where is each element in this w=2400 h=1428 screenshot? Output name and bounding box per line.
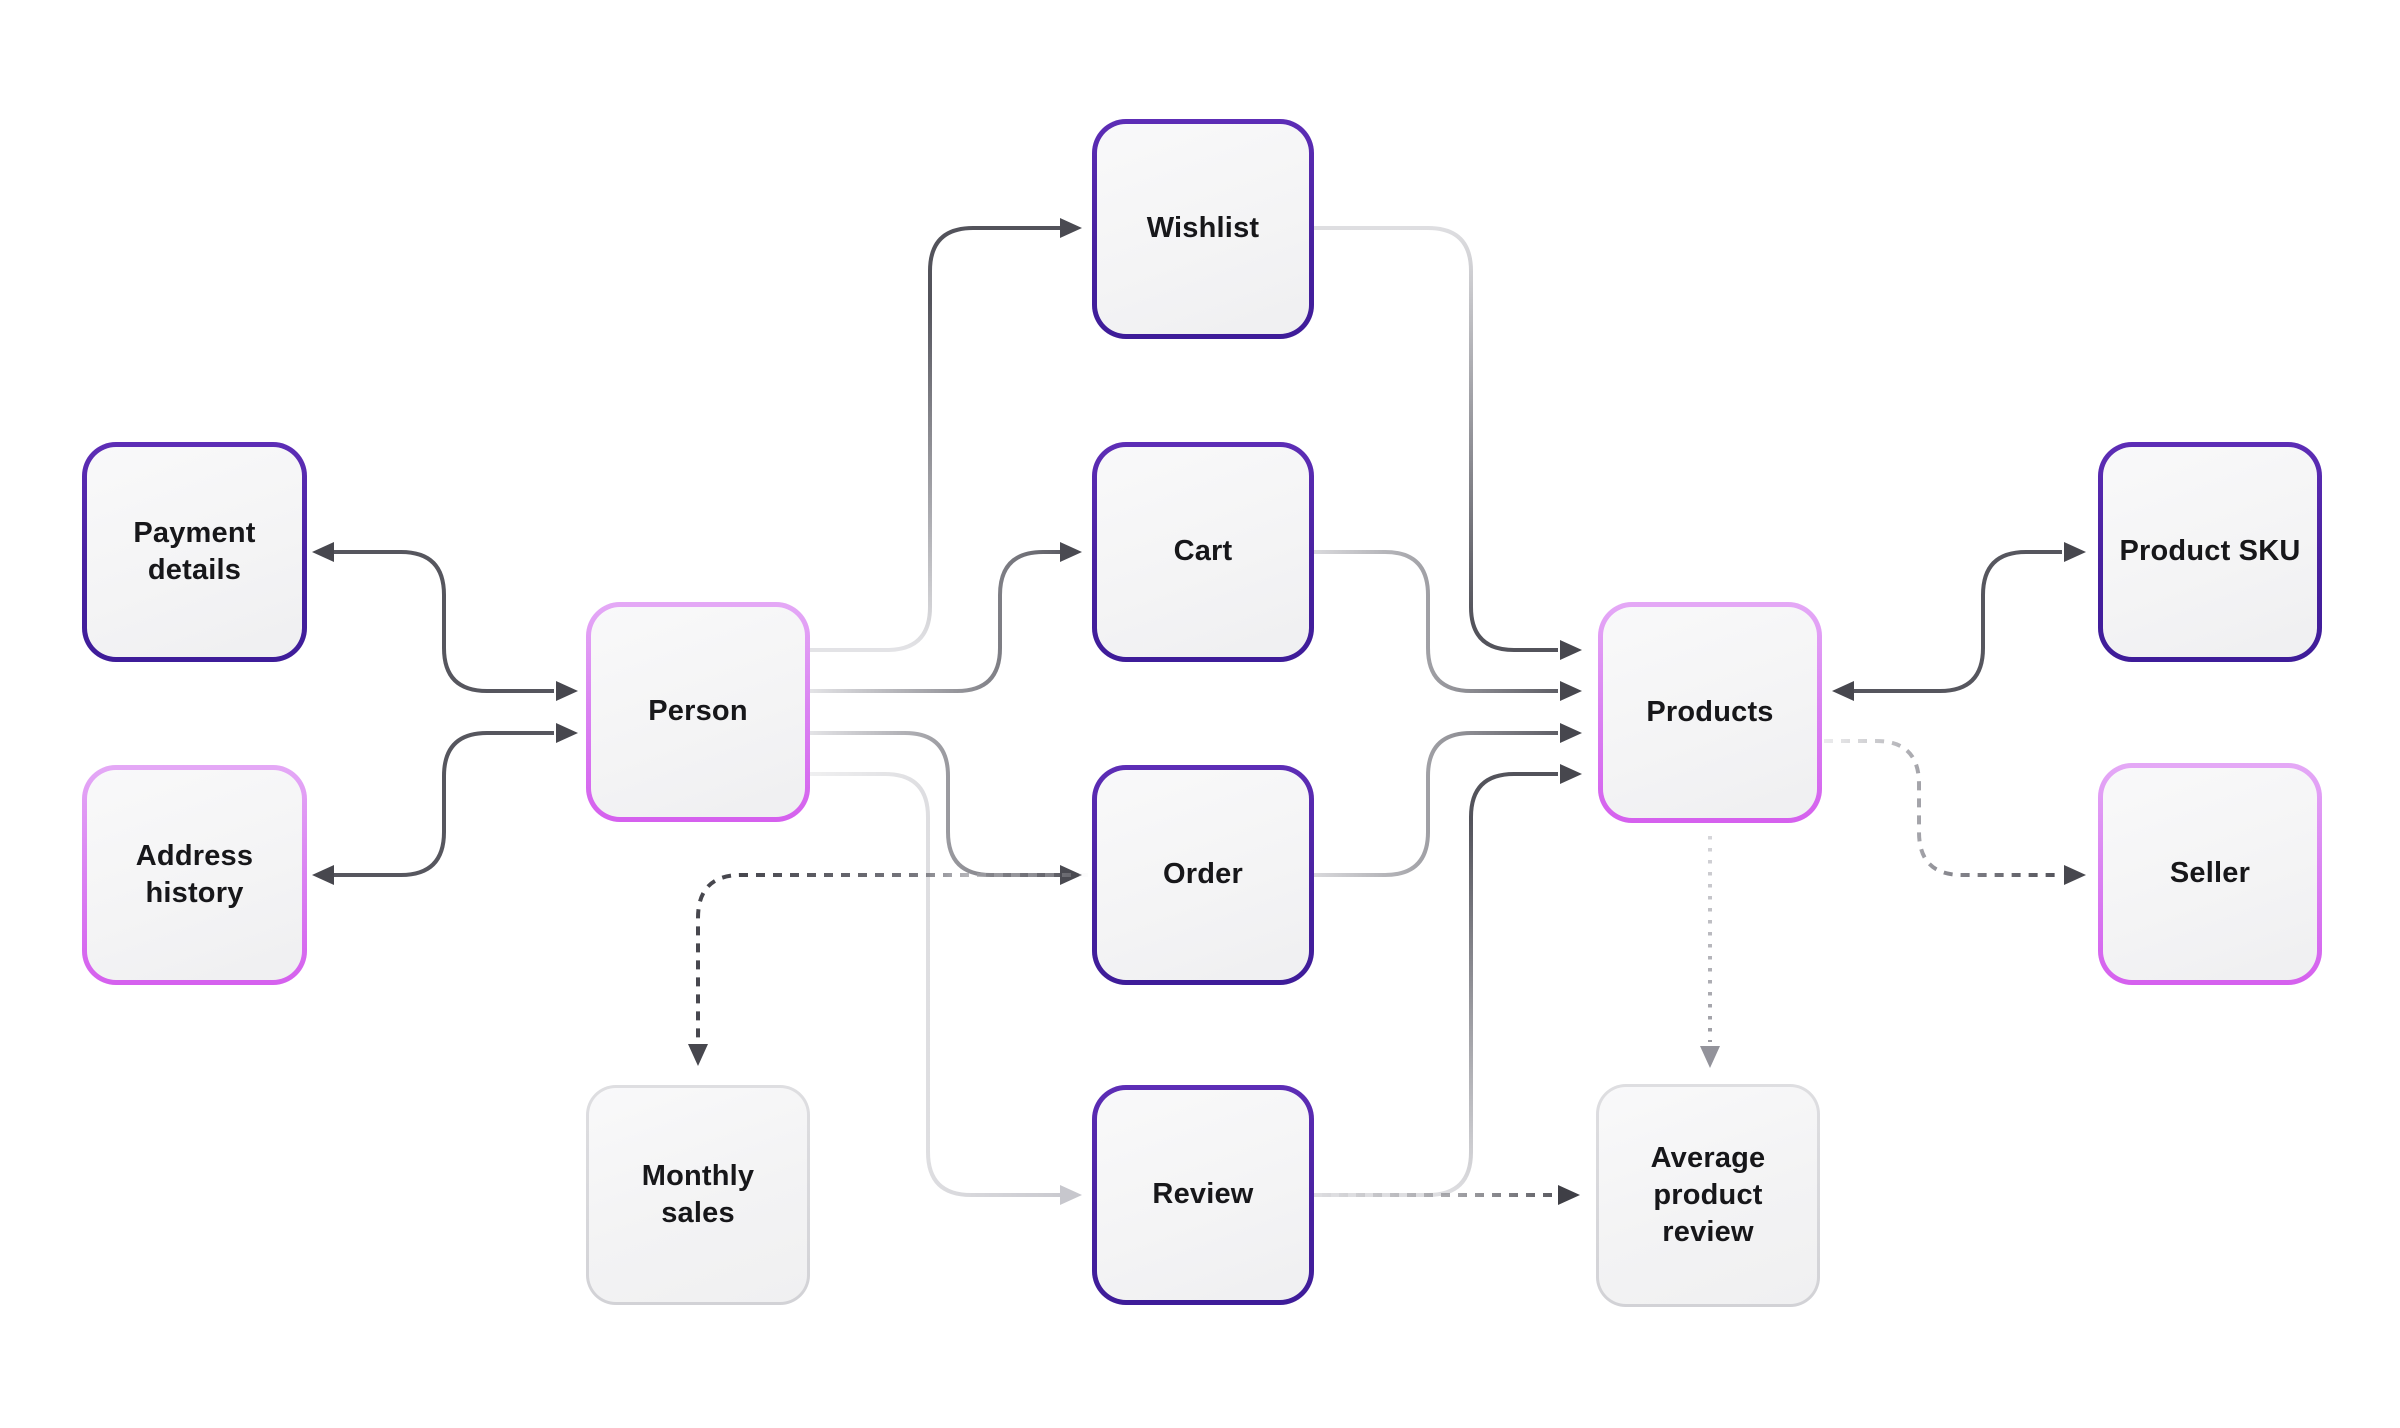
node-label: Wishlist — [1146, 212, 1260, 245]
node-product-sku[interactable]: Product SKU — [2098, 442, 2322, 662]
edge-review-average-product-review — [1322, 1185, 1580, 1205]
node-review[interactable]: Review — [1092, 1085, 1314, 1305]
edge-products-seller — [1824, 739, 2086, 885]
edge-products-average-product-review — [1700, 836, 1720, 1068]
node-address-history[interactable]: Address history — [82, 765, 307, 985]
edge-order-products — [1312, 723, 1582, 877]
node-label: Person — [648, 695, 748, 728]
node-wishlist[interactable]: Wishlist — [1092, 119, 1314, 339]
node-products[interactable]: Products — [1598, 602, 1822, 823]
edge-person-cart — [810, 542, 1082, 693]
node-payment-details[interactable]: Payment details — [82, 442, 307, 662]
node-label: Order — [1163, 858, 1243, 891]
node-average-product-review[interactable]: Average product review — [1596, 1084, 1820, 1307]
edge-wishlist-products — [1314, 226, 1582, 660]
node-label: Monthly sales — [641, 1159, 755, 1229]
edge-order-monthly-sales — [688, 873, 1088, 1066]
edge-person-address-history — [312, 723, 578, 885]
edge-person-order — [810, 731, 1082, 885]
node-label: Seller — [2169, 857, 2251, 890]
node-label: Products — [1646, 695, 1774, 728]
node-label: Average product review — [1650, 1141, 1766, 1249]
edge-person-review — [810, 772, 1082, 1205]
node-label: Product SKU — [2119, 535, 2301, 568]
node-label: Cart — [1173, 535, 1233, 568]
node-seller[interactable]: Seller — [2098, 763, 2322, 985]
node-person[interactable]: Person — [586, 602, 810, 822]
edge-person-wishlist — [810, 218, 1082, 652]
node-monthly-sales[interactable]: Monthly sales — [586, 1085, 810, 1305]
edge-cart-products — [1314, 550, 1582, 701]
node-label: Address history — [135, 839, 254, 909]
node-label: Payment details — [133, 516, 256, 586]
edge-person-payment-details — [312, 542, 578, 701]
edge-products-product-sku — [1832, 542, 2086, 701]
edge-review-products — [1314, 764, 1582, 1197]
node-order[interactable]: Order — [1092, 765, 1314, 985]
node-cart[interactable]: Cart — [1092, 442, 1314, 662]
node-label: Review — [1152, 1178, 1254, 1211]
